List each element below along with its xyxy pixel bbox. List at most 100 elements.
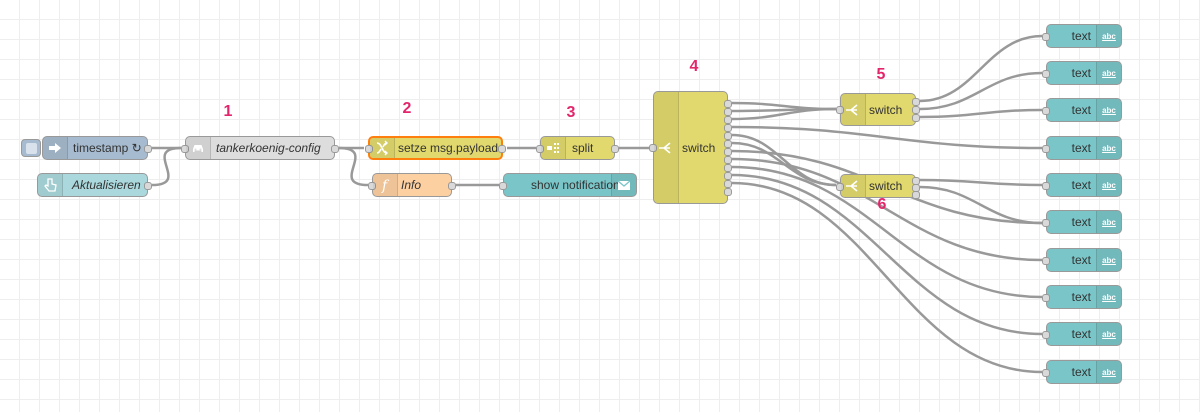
annotation-4: 4 xyxy=(689,58,699,75)
output-port[interactable] xyxy=(331,145,339,153)
output-port-4[interactable] xyxy=(724,124,732,132)
wire xyxy=(919,108,1043,119)
show-notification-node[interactable]: show notification xyxy=(499,173,637,197)
notification-label: show notification xyxy=(531,178,620,192)
output-port[interactable] xyxy=(144,182,152,190)
output-port-3[interactable] xyxy=(912,191,920,199)
switch-5-label: switch xyxy=(869,102,903,117)
output-port-6[interactable] xyxy=(724,140,732,148)
split-label: split xyxy=(572,141,594,155)
text-node[interactable]: text abc xyxy=(1042,210,1122,234)
aktualisieren-node[interactable]: Aktualisieren xyxy=(37,173,152,197)
timestamp-inject-node[interactable]: timestamp ↻ xyxy=(21,136,152,160)
abc-text-icon: abc xyxy=(1096,249,1121,271)
function-icon: f xyxy=(373,174,398,196)
input-port[interactable] xyxy=(536,145,544,153)
output-port-9[interactable] xyxy=(724,164,732,172)
wire xyxy=(919,34,1043,103)
timestamp-label: timestamp ↻ xyxy=(73,141,142,155)
annotation-5: 5 xyxy=(876,66,886,83)
input-port[interactable] xyxy=(1042,331,1050,339)
text-node[interactable]: text abc xyxy=(1042,285,1122,309)
input-port[interactable] xyxy=(1042,33,1050,41)
inject-trigger-button[interactable] xyxy=(21,139,41,157)
text-label: text xyxy=(1071,327,1091,341)
output-port[interactable] xyxy=(448,182,456,190)
input-port[interactable] xyxy=(365,145,373,153)
abc-text-icon: abc xyxy=(1096,174,1121,196)
main-switch-label: switch xyxy=(682,140,716,155)
input-port[interactable] xyxy=(181,145,189,153)
text-label: text xyxy=(1071,29,1091,43)
output-port-2[interactable] xyxy=(724,108,732,116)
input-port[interactable] xyxy=(499,182,507,190)
input-port[interactable] xyxy=(1042,257,1050,265)
output-port-2[interactable] xyxy=(912,106,920,114)
input-port[interactable] xyxy=(1042,294,1050,302)
text-node[interactable]: text abc xyxy=(1042,61,1122,85)
output-port-5[interactable] xyxy=(724,132,732,140)
wire xyxy=(919,71,1043,111)
main-switch-node[interactable]: switch xyxy=(649,91,732,204)
text-label: text xyxy=(1071,103,1091,117)
split-node[interactable]: split xyxy=(536,136,619,160)
output-port-3[interactable] xyxy=(724,116,732,124)
abc-text-icon: abc xyxy=(1096,137,1121,159)
text-node[interactable]: text abc xyxy=(1042,98,1122,122)
input-port[interactable] xyxy=(1042,369,1050,377)
text-node[interactable]: text abc xyxy=(1042,136,1122,160)
hand-pointer-icon xyxy=(38,174,63,196)
output-port-3[interactable] xyxy=(912,114,920,122)
switch-5-node[interactable]: switch xyxy=(836,93,920,126)
output-port[interactable] xyxy=(498,145,506,153)
svg-text:f: f xyxy=(381,178,390,193)
input-port[interactable] xyxy=(1042,219,1050,227)
input-port[interactable] xyxy=(1042,70,1050,78)
input-port[interactable] xyxy=(1042,145,1050,153)
output-port-10[interactable] xyxy=(724,172,732,180)
input-port[interactable] xyxy=(836,183,844,191)
output-port-7[interactable] xyxy=(724,148,732,156)
aktualisieren-label: Aktualisieren xyxy=(72,178,141,192)
output-port-8[interactable] xyxy=(724,156,732,164)
text-node[interactable]: text abc xyxy=(1042,24,1122,48)
annotation-6: 6 xyxy=(877,196,887,213)
text-node[interactable]: text abc xyxy=(1042,322,1122,346)
tankerkoenig-config-node[interactable]: tankerkoenig-config xyxy=(181,136,339,160)
output-port-1[interactable] xyxy=(912,98,920,106)
input-port[interactable] xyxy=(368,182,376,190)
input-port[interactable] xyxy=(836,106,844,114)
abc-text-icon: abc xyxy=(1096,99,1121,121)
text-node[interactable]: text abc xyxy=(1042,248,1122,272)
abc-text-icon: abc xyxy=(1096,286,1121,308)
wire xyxy=(731,173,1043,336)
input-port[interactable] xyxy=(1042,182,1050,190)
text-node[interactable]: text abc xyxy=(1042,360,1122,384)
output-port-11[interactable] xyxy=(724,180,732,188)
abc-text-icon: abc xyxy=(1096,25,1121,47)
abc-text-icon: abc xyxy=(1096,211,1121,233)
annotation-2: 2 xyxy=(402,100,412,117)
input-port[interactable] xyxy=(1042,107,1050,115)
info-function-node[interactable]: f Info xyxy=(368,173,456,197)
switch-6-node[interactable]: switch xyxy=(836,174,920,199)
output-port-1[interactable] xyxy=(724,100,732,108)
switch-6-label: switch xyxy=(869,179,903,193)
output-port[interactable] xyxy=(144,145,152,153)
text-label: text xyxy=(1071,253,1091,267)
switch-icon xyxy=(841,94,866,125)
output-port-12[interactable] xyxy=(724,188,732,196)
wire xyxy=(338,146,369,187)
envelope-icon xyxy=(611,174,636,196)
set-payload-node[interactable]: setze msg.payload xyxy=(365,136,506,160)
wire xyxy=(731,125,1043,150)
set-payload-label: setze msg.payload xyxy=(398,141,499,155)
wire xyxy=(919,185,1043,225)
wire xyxy=(731,165,1043,299)
input-port[interactable] xyxy=(649,144,657,152)
abc-text-icon: abc xyxy=(1096,62,1121,84)
split-icon xyxy=(541,137,566,159)
text-node[interactable]: text abc xyxy=(1042,173,1122,197)
output-port[interactable] xyxy=(611,145,619,153)
